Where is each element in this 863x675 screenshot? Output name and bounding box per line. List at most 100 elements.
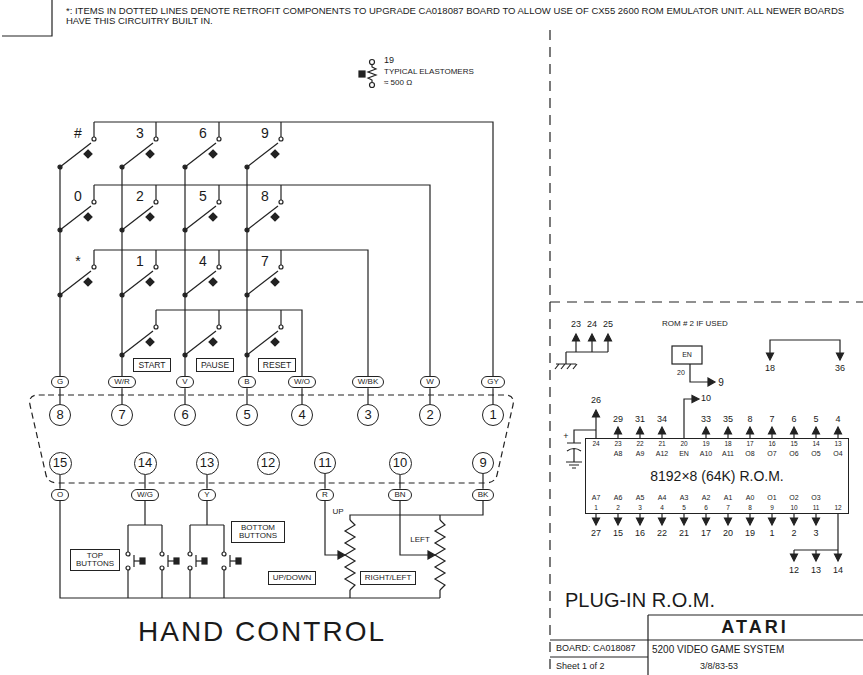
keypad-matrix-wire [60,122,493,376]
title-block-text: ATARI [721,618,788,638]
signal-name: A2 [702,494,711,502]
keypad-switches [120,310,158,357]
node-text: RESET [263,361,291,370]
chip-pin-number: 19 [702,440,709,447]
rom-pin-arrows [747,427,754,438]
signal-name: O2 [789,494,798,502]
wire-color-tag: W [420,376,440,388]
rom-pin-arrows [791,550,798,561]
keypad-switches [183,250,221,297]
potentiometer-symbol [338,551,345,559]
ground-symbol [605,334,612,341]
pin-number: 5 [813,415,818,425]
rom-pin-arrows [692,396,699,403]
pin-number: 22 [657,529,667,539]
node-text: UP/DOWN [273,574,312,582]
node-text: START [138,361,165,370]
node-text: B [244,378,249,386]
node-text: 14 [138,456,152,470]
elastomer-symbol [368,65,376,83]
rom-pin-arrows [835,427,842,438]
wire-connector [324,474,325,489]
node-text: BK [478,491,489,499]
connector-outline [30,395,514,483]
pin-number: 26 [591,396,601,406]
node-text: 1 [489,408,496,422]
rom-pin-arrows [791,514,798,525]
potentiometer-symbol [338,520,445,590]
wire-connector [482,474,483,489]
rom-pin-arrows [794,514,838,550]
pin-number-circle: 7 [111,404,133,426]
second-rom-stub [708,378,715,386]
pin-number: 13 [811,566,821,576]
pin-number: 23 [571,320,581,330]
key-label: 7 [261,254,269,269]
pin-number: 7 [769,415,774,425]
chip-pin-number: 23 [614,440,621,447]
pin-number: 33 [701,415,711,425]
rom-pin-arrows [637,514,644,525]
key-label: 4 [199,254,207,269]
wire-color-tag: GY [481,376,505,388]
chip-pin-number: 24 [592,440,599,447]
chip-pin-number: 2 [616,504,620,511]
pin-number-circle: 15 [49,452,72,475]
pin-number: 10 [701,394,711,404]
rom-pin-arrows [684,399,692,438]
wire-color-tag: G [51,376,69,388]
signal-name: O4 [833,450,842,458]
signal-name: O7 [767,450,776,458]
pin-number: 21 [679,529,689,539]
key-label: * [75,254,80,269]
rom-pin-arrows [703,514,710,525]
pin-number: 34 [657,415,667,425]
chip-pin-number: 21 [658,440,665,447]
pin-number: 36 [835,364,845,374]
ground-symbol [573,334,580,341]
pin-number: 1 [769,529,774,539]
signal-name: A9 [636,450,645,458]
keypad-switches [58,122,96,169]
node-text: GY [487,378,499,386]
pin-number-circle: 5 [236,404,258,426]
keypad-switches [58,185,96,232]
pin-number: 14 [833,566,843,576]
key-label: 0 [74,189,82,204]
key-label: 3 [136,126,144,141]
ground-symbol [555,334,612,369]
keypad-switches [58,122,283,357]
rom-pin-arrows [725,427,732,438]
wire-connector [301,388,302,404]
keypad-switches [120,185,158,232]
rom-pin-arrows [659,427,666,438]
signal-name: A11 [722,450,734,458]
pin-number: 19 [745,529,755,539]
pin-number: 6 [791,415,796,425]
node-text: RIGHT/LEFT [365,574,412,582]
pin-number: 8 [747,415,752,425]
pin-number-circle: 12 [257,452,280,475]
chip-pin-number: 10 [790,504,797,511]
title-block-text: 3/8/83-53 [700,662,738,672]
node-text: R [322,491,328,499]
section-title: HAND CONTROL [138,617,386,648]
pin-number: 17 [701,529,711,539]
polarity-mark: + [563,432,568,442]
wire-color-tag: O [51,489,69,501]
signal-name: O3 [811,494,820,502]
pin-number: 35 [723,415,733,425]
sheet-divider [550,30,863,675]
elastomer-symbol [370,60,375,65]
second-rom-stub [690,364,708,382]
pin-number: 29 [613,415,623,425]
title-block-text: BOARD: CA018087 [556,644,636,654]
node-text: 11 [318,456,332,470]
label-box: BOTTOM BUTTONS [231,521,285,544]
keypad-switches [245,310,283,357]
rom-pin-arrows [813,550,820,561]
node-text: Y [204,491,209,499]
pin-number: 25 [603,320,613,330]
node-text: V [182,378,187,386]
